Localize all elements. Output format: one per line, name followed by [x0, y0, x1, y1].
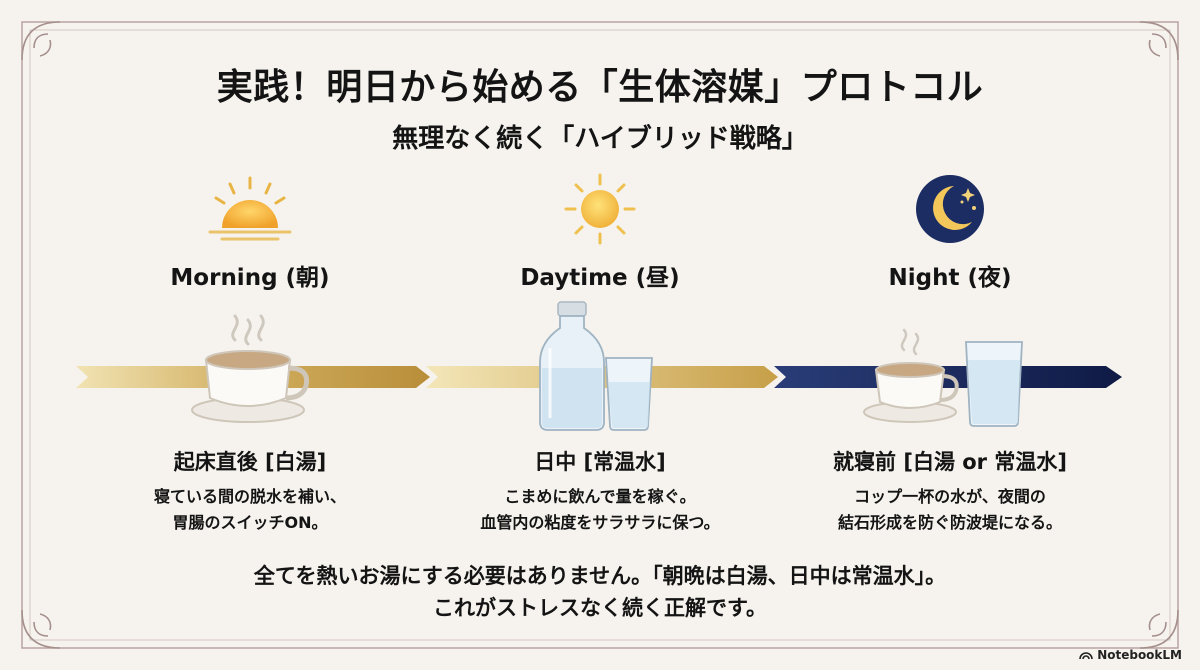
notebooklm-logo-icon	[1079, 652, 1093, 660]
sun-icon	[420, 172, 780, 246]
summary-line: これがストレスなく続く正解です。	[433, 596, 767, 620]
sunrise-icon	[70, 172, 430, 246]
label-morning: Morning (朝)	[170, 265, 330, 291]
description-morning: 寝ている間の脱水を補い、 胃腸のスイッチON。	[70, 484, 430, 536]
water-bottle-and-glass-illustration	[420, 298, 780, 438]
label-daytime: Daytime (昼)	[520, 265, 680, 291]
description-line: 結石形成を防ぐ防波堤になる。	[837, 513, 1062, 532]
column-morning: Morning (朝) 起床直後 [白湯] 寝ている間の脱水を補い、 胃腸のスイ…	[70, 0, 430, 560]
heading-daytime: 日中 [常温水]	[534, 450, 666, 474]
column-night: Night (夜) 就寝前 [白湯 or 常温水] コップ一杯の水が、夜間の 結…	[770, 0, 1130, 560]
description-daytime: こまめに飲んで量を稼ぐ。 血管内の粘度をサラサラに保つ。	[420, 484, 780, 536]
description-line: 寝ている間の脱水を補い、	[153, 487, 346, 506]
description-line: コップ一杯の水が、夜間の	[854, 487, 1046, 506]
heading-morning: 起床直後 [白湯]	[173, 450, 327, 474]
coffee-cup-illustration	[70, 298, 430, 438]
heading-night: 就寝前 [白湯 or 常温水]	[833, 450, 1067, 474]
page-title: 実践！明日から始める「生体溶媒」プロトコル	[216, 67, 984, 108]
label-night: Night (夜)	[888, 265, 1012, 291]
brand-label: NotebookLM	[1097, 648, 1182, 662]
brand-watermark: NotebookLM	[1079, 648, 1182, 662]
description-line: 血管内の粘度をサラサラに保つ。	[480, 513, 720, 532]
summary-line: 全てを熱いお湯にする必要はありません。「朝晩は白湯、日中は常温水」。	[253, 564, 947, 588]
page-subtitle: 無理なく続く「ハイブリッド戦略」	[392, 124, 808, 154]
description-line: こまめに飲んで量を稼ぐ。	[504, 487, 696, 506]
description-line: 胃腸のスイッチON。	[172, 513, 328, 532]
moon-icon	[770, 172, 1130, 246]
column-daytime: Daytime (昼) 日中 [常温水] こまめに飲んで量を稼ぐ。 血管内の粘度…	[420, 0, 780, 560]
summary-text: 全てを熱いお湯にする必要はありません。「朝晩は白湯、日中は常温水」。 これがスト…	[0, 560, 1200, 624]
description-night: コップ一杯の水が、夜間の 結石形成を防ぐ防波堤になる。	[770, 484, 1130, 536]
cup-and-glass-illustration	[770, 298, 1130, 438]
